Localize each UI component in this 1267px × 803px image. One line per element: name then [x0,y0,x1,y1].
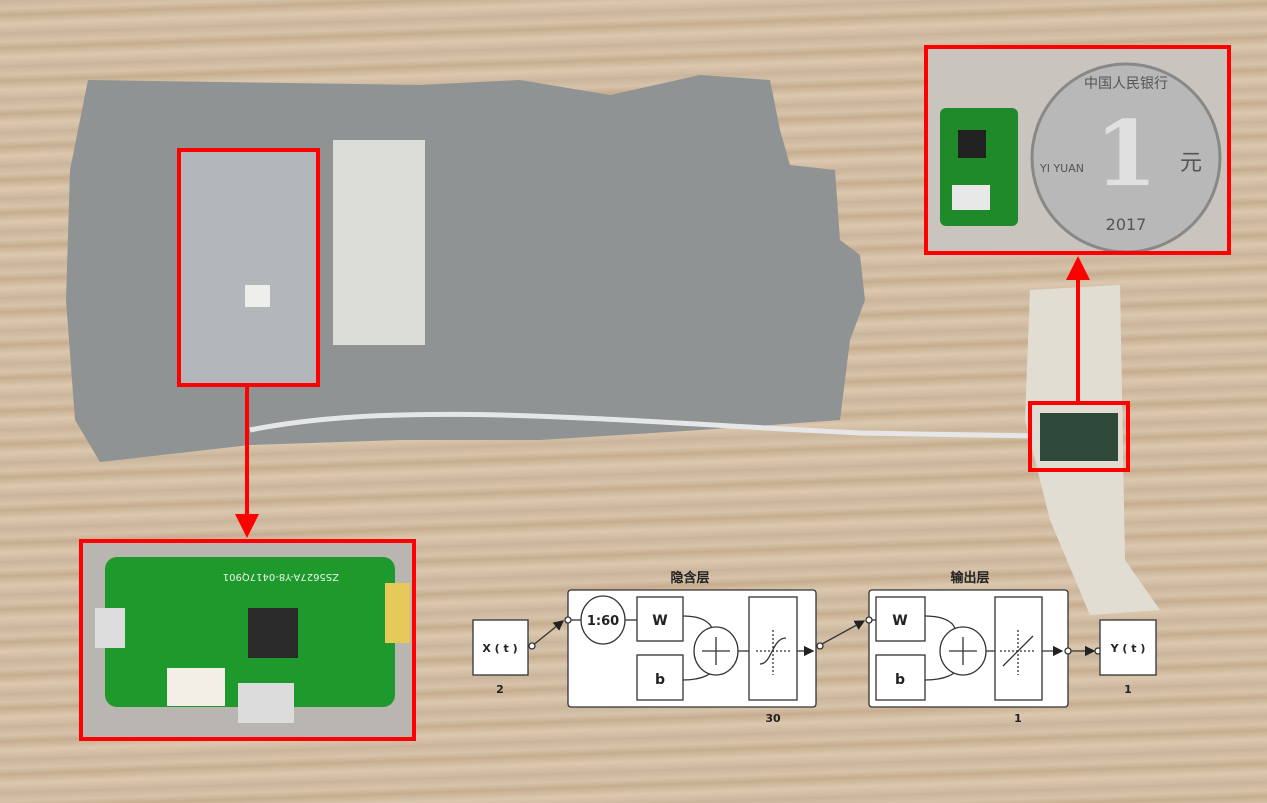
jst-connector [167,668,225,706]
svg-text:W: W [652,613,667,629]
output-weight [875,596,926,642]
svg-text:b: b [895,672,905,688]
coin-pinyin: YI YUAN [1039,162,1084,175]
svg-text:Y ( t ): Y ( t ) [1110,642,1146,655]
svg-text:1: 1 [1095,101,1158,207]
svg-text:隐含层: 隐含层 [670,570,709,586]
svg-text:元: 元 [1180,151,1202,176]
svg-text:2: 2 [496,683,504,696]
svg-text:30: 30 [765,712,781,725]
output-bias [875,654,926,701]
usb-port [238,683,294,723]
svg-text:b: b [655,672,665,688]
coin-inset: 中国人民银行 YI YUAN 1 元 2017 [928,49,1228,254]
wrist-module [1040,413,1118,461]
sensor-patch [180,150,317,384]
svg-text:1: 1 [1124,683,1132,696]
pcb-inset: ZS5627A-Y8-0417Q901 [83,543,412,737]
input-box [472,619,529,676]
coin-text: 中国人民银行 [1084,76,1168,92]
svg-text:1:60: 1:60 [587,614,619,629]
svg-text:W: W [892,613,907,629]
highlights [79,45,1231,741]
svg-text:输出层: 输出层 [950,570,989,586]
svg-text:X ( t ): X ( t ) [482,642,517,655]
purelin-transfer [994,596,1043,701]
connector [245,285,270,307]
chip [248,608,298,658]
ribbon-cable [249,411,1041,439]
velcro-strip [333,140,425,345]
network-diagram: X ( t ) 2 隐含层 1:60 W b 30 输出层 W b [472,570,1157,725]
hidden-weight [636,596,684,642]
svg-text:1: 1 [1014,712,1022,725]
svg-text:2017: 2017 [1106,215,1147,234]
output-box [1099,619,1157,676]
highlight-coin-inset [924,45,1231,255]
glove [66,75,865,462]
hidden-bias [636,654,684,701]
highlight-pcb-inset [79,539,416,741]
svg-text:ZS5627A-Y8-0417Q901: ZS5627A-Y8-0417Q901 [223,571,339,582]
